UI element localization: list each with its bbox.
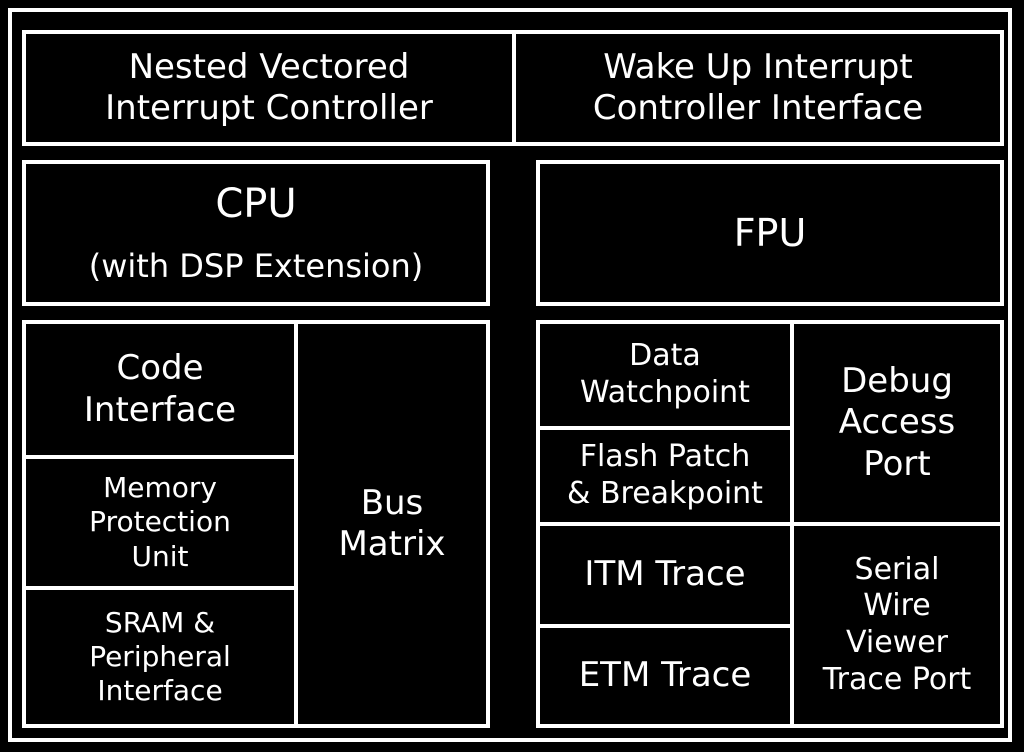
mpu-block: Memory Protection Unit	[22, 455, 298, 590]
bus-matrix-block: Bus Matrix	[294, 320, 490, 728]
dwt-label: Data Watchpoint	[580, 338, 750, 410]
code-interface-label: Code Interface	[83, 348, 237, 430]
fpu-label: FPU	[733, 210, 807, 255]
cpu-block: CPU (with DSP Extension)	[22, 160, 490, 306]
dap-block: Debug Access Port	[790, 320, 1004, 526]
nvic-label: Nested Vectored Interrupt Controller	[105, 46, 433, 128]
swv-trace-port-label: Serial Wire Viewer Trace Port	[822, 551, 972, 697]
wic-block: Wake Up Interrupt Controller Interface	[512, 30, 1004, 146]
itm-trace-label: ITM Trace	[584, 554, 746, 595]
dwt-block: Data Watchpoint	[536, 320, 794, 430]
fpb-label: Flash Patch & Breakpoint	[567, 439, 763, 511]
fpu-block: FPU	[536, 160, 1004, 306]
cpu-title: CPU	[215, 181, 297, 228]
etm-trace-label: ETM Trace	[578, 655, 752, 696]
cpu-subtitle: (with DSP Extension)	[88, 246, 424, 285]
fpb-block: Flash Patch & Breakpoint	[536, 426, 794, 526]
wic-label: Wake Up Interrupt Controller Interface	[592, 46, 924, 128]
code-interface-block: Code Interface	[22, 320, 298, 459]
swv-trace-port-block: Serial Wire Viewer Trace Port	[790, 522, 1004, 728]
sram-peripheral-label: SRAM & Peripheral Interface	[89, 605, 231, 708]
bus-matrix-label: Bus Matrix	[338, 482, 446, 564]
nvic-block: Nested Vectored Interrupt Controller	[22, 30, 516, 146]
etm-trace-block: ETM Trace	[536, 624, 794, 728]
dap-label: Debug Access Port	[838, 360, 956, 484]
itm-trace-block: ITM Trace	[536, 522, 794, 628]
mpu-label: Memory Protection Unit	[89, 471, 231, 573]
sram-peripheral-block: SRAM & Peripheral Interface	[22, 586, 298, 728]
